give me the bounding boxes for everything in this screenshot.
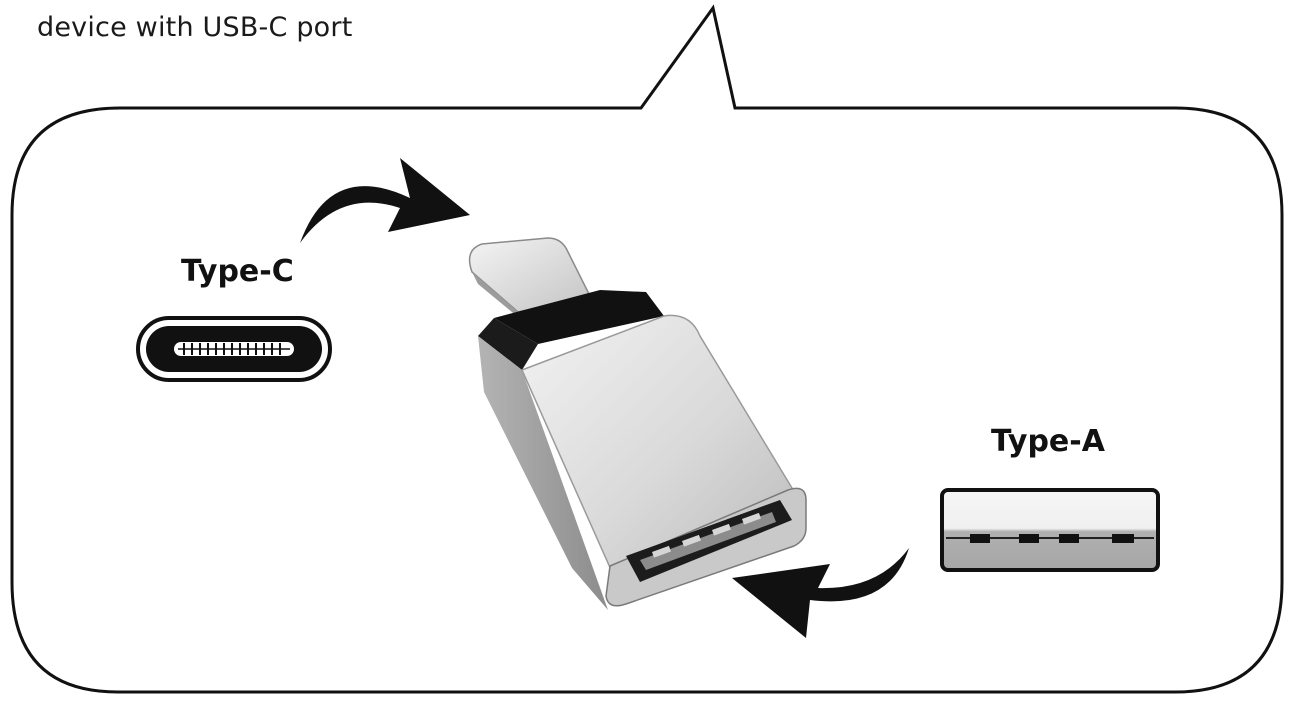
- type-c-label: Type-C: [181, 254, 294, 289]
- usb-c-to-usb-a-adapter: [468, 237, 807, 610]
- curved-arrow-left-icon: [732, 548, 909, 638]
- type-a-label: Type-A: [991, 424, 1105, 459]
- speech-bubble-outline: [10, 4, 1284, 694]
- usb-c-port-icon: [136, 316, 332, 382]
- usb-a-port-icon: [940, 488, 1160, 572]
- device-caption: device with USB-C port: [37, 12, 353, 43]
- curved-arrow-right-icon: [300, 158, 470, 243]
